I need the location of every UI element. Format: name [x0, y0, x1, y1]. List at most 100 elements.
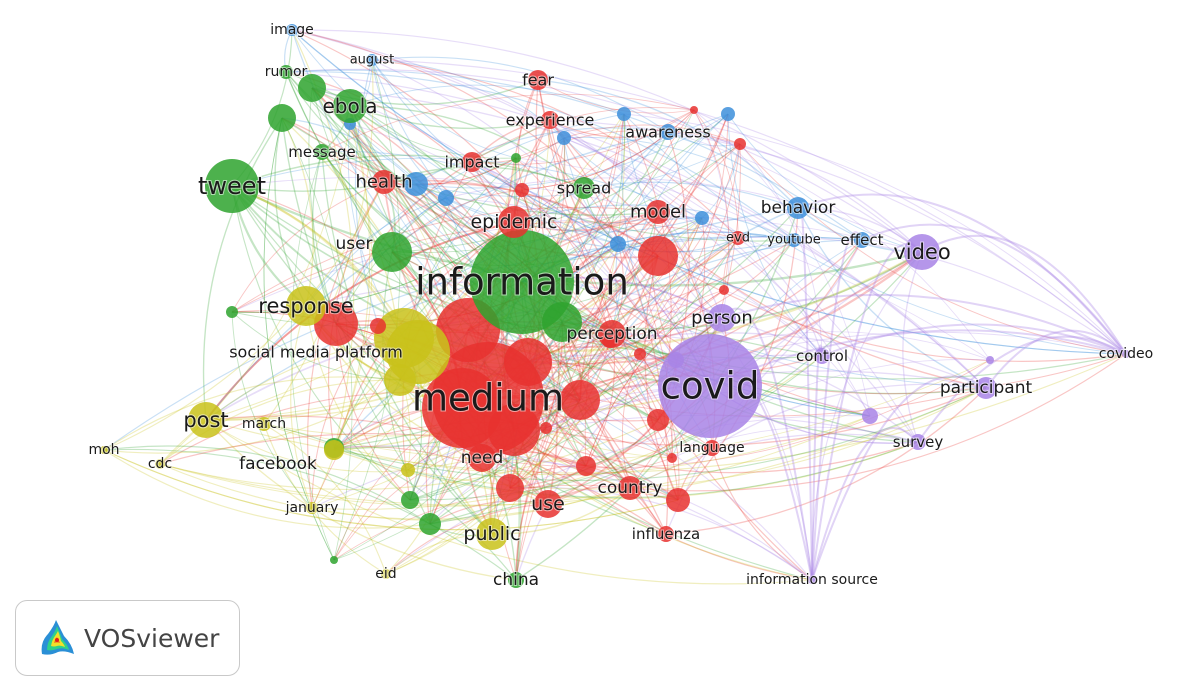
- network-node[interactable]: [647, 409, 669, 431]
- network-edge: [385, 399, 581, 575]
- network-node[interactable]: [734, 138, 746, 150]
- network-node[interactable]: [370, 318, 386, 334]
- node-social-media-platform[interactable]: [386, 320, 450, 384]
- network-node[interactable]: [496, 474, 524, 502]
- network-node[interactable]: [560, 380, 600, 420]
- node-country[interactable]: [618, 476, 642, 500]
- network-edge: [321, 151, 619, 245]
- network-edge: [549, 119, 1127, 355]
- network-node[interactable]: [540, 422, 552, 434]
- node-rumor[interactable]: [279, 65, 293, 79]
- node-public[interactable]: [476, 518, 508, 550]
- node-youtube[interactable]: [787, 233, 801, 247]
- network-node[interactable]: [719, 285, 729, 295]
- node-behavior[interactable]: [787, 197, 809, 219]
- node-impact[interactable]: [462, 152, 482, 172]
- node-ebola[interactable]: [333, 89, 367, 123]
- node-survey[interactable]: [910, 434, 926, 450]
- node-label-moh: moh: [88, 442, 119, 458]
- node-march[interactable]: [257, 417, 271, 431]
- network-edge: [409, 355, 823, 501]
- network-edge: [311, 109, 695, 509]
- node-person[interactable]: [708, 304, 736, 332]
- network-node[interactable]: [557, 131, 571, 145]
- node-post[interactable]: [188, 402, 224, 438]
- node-awareness[interactable]: [660, 124, 676, 140]
- node-eid[interactable]: [381, 569, 391, 579]
- network-node[interactable]: [667, 453, 677, 463]
- network-node[interactable]: [330, 556, 338, 564]
- network-node[interactable]: [314, 302, 358, 346]
- node-label-survey: survey: [893, 433, 944, 451]
- node-moh[interactable]: [100, 446, 108, 454]
- node-health[interactable]: [372, 170, 396, 194]
- node-influenza[interactable]: [658, 526, 674, 542]
- node-facebook[interactable]: [324, 440, 344, 460]
- node-experience[interactable]: [541, 111, 559, 129]
- network-node[interactable]: [666, 488, 690, 512]
- network-edge: [491, 487, 631, 535]
- node-response[interactable]: [286, 286, 326, 326]
- network-edge: [639, 237, 739, 355]
- node-china[interactable]: [508, 572, 524, 588]
- network-node[interactable]: [419, 513, 441, 535]
- node-information[interactable]: [470, 230, 574, 334]
- node-model[interactable]: [646, 200, 670, 224]
- network-edge: [639, 353, 680, 501]
- node-label-message: message: [288, 143, 355, 161]
- network-node[interactable]: [298, 74, 326, 102]
- node-control[interactable]: [814, 348, 830, 364]
- node-fear[interactable]: [528, 70, 548, 90]
- network-edge: [281, 117, 659, 216]
- node-august[interactable]: [366, 54, 378, 66]
- node-label-response: response: [258, 294, 353, 318]
- network-node[interactable]: [401, 463, 415, 477]
- node-participant[interactable]: [975, 377, 997, 399]
- network-edge: [291, 29, 619, 245]
- network-node[interactable]: [515, 183, 529, 197]
- network-node[interactable]: [634, 348, 646, 360]
- network-node[interactable]: [226, 306, 238, 318]
- node-evd[interactable]: [731, 231, 745, 245]
- node-need[interactable]: [468, 444, 496, 472]
- network-edge: [727, 113, 923, 253]
- network-edge: [693, 109, 871, 417]
- node-covid[interactable]: [658, 334, 762, 438]
- network-node[interactable]: [690, 106, 698, 114]
- network-node[interactable]: [617, 107, 631, 121]
- node-video[interactable]: [904, 234, 940, 270]
- node-epidemic[interactable]: [498, 206, 530, 238]
- node-use[interactable]: [534, 490, 562, 518]
- node-perception[interactable]: [598, 320, 626, 348]
- network-edge: [103, 448, 517, 581]
- network-node[interactable]: [721, 107, 735, 121]
- network-node[interactable]: [404, 172, 428, 196]
- node-cdc[interactable]: [155, 459, 165, 469]
- node-medium[interactable]: [432, 342, 544, 454]
- network-node[interactable]: [511, 153, 521, 163]
- network-node[interactable]: [986, 356, 994, 364]
- node-effect[interactable]: [854, 232, 870, 248]
- network-node[interactable]: [695, 211, 709, 225]
- node-layer: [100, 24, 1130, 588]
- network-node[interactable]: [576, 456, 596, 476]
- node-language[interactable]: [704, 440, 720, 456]
- network-edge: [721, 307, 813, 581]
- network-node[interactable]: [638, 236, 678, 276]
- network-node[interactable]: [268, 104, 296, 132]
- node-image[interactable]: [286, 24, 298, 36]
- network-node[interactable]: [610, 236, 626, 252]
- network-node[interactable]: [862, 408, 878, 424]
- node-covideo[interactable]: [1122, 350, 1130, 358]
- network-node[interactable]: [438, 190, 454, 206]
- node-user[interactable]: [372, 232, 412, 272]
- node-tweet[interactable]: [205, 159, 259, 213]
- network-node[interactable]: [401, 491, 419, 509]
- node-information-source[interactable]: [808, 576, 816, 584]
- node-january[interactable]: [306, 502, 318, 514]
- network-edge: [563, 136, 799, 209]
- node-message[interactable]: [314, 144, 330, 160]
- node-spread[interactable]: [573, 177, 595, 199]
